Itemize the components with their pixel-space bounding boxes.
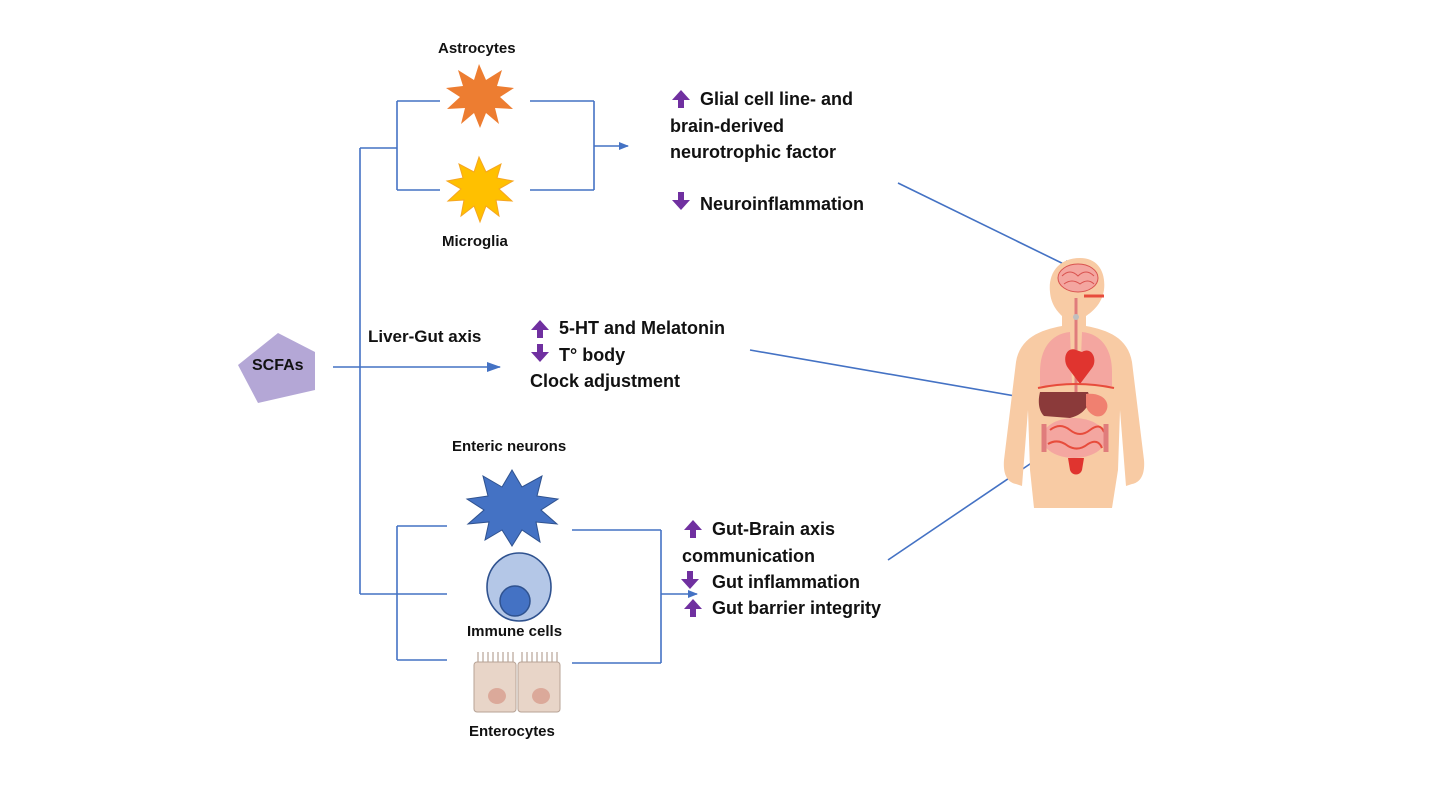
enteric-neurons-label: Enteric neurons — [452, 438, 567, 455]
connector-lines — [333, 100, 1077, 664]
liver-effect-3: Clock adjustment — [530, 371, 681, 391]
immune-cell-icon — [486, 552, 552, 622]
astrocyte-star-icon — [446, 64, 514, 128]
scfas-label: SCFAs — [252, 357, 304, 374]
direction-arrows — [531, 90, 702, 617]
down-arrow-icon — [672, 192, 690, 210]
brain-effect-1-line-3: neurotrophic factor — [670, 142, 837, 162]
up-arrow-icon — [672, 90, 690, 108]
up-arrow-icon — [684, 520, 702, 538]
enterocytes-label: Enterocytes — [469, 723, 555, 740]
scfas-pentagon — [238, 333, 315, 403]
gut-effect-1-line-1: Gut-Brain axis — [712, 519, 836, 539]
enteric-neuron-star-icon — [465, 469, 560, 547]
up-arrow-icon — [531, 320, 549, 338]
liver-gut-axis-label: Liver-Gut axis — [368, 327, 482, 346]
brain-effect-1-line-1: Glial cell line- and — [700, 89, 854, 109]
microglia-star-icon — [445, 155, 515, 224]
enterocyte-icon — [473, 652, 561, 713]
liver-effect-1: 5-HT and Melatonin — [559, 318, 725, 338]
microglia-label: Microglia — [442, 233, 508, 250]
liver-effect-2: T° body — [559, 345, 626, 365]
gut-effect-3: Gut barrier integrity — [712, 598, 882, 618]
down-arrow-icon — [531, 344, 549, 362]
brain-effect-2: Neuroinflammation — [700, 194, 865, 214]
astrocytes-label: Astrocytes — [438, 40, 516, 57]
up-arrow-icon — [684, 599, 702, 617]
brain-effect-1-line-2: brain-derived — [670, 116, 785, 136]
gut-effect-1-line-2: communication — [682, 546, 816, 566]
immune-cells-label: Immune cells — [467, 623, 563, 640]
gut-effect-2: Gut inflammation — [712, 572, 860, 592]
human-body-organs-icon — [1003, 258, 1145, 508]
down-arrow-icon — [681, 571, 699, 589]
